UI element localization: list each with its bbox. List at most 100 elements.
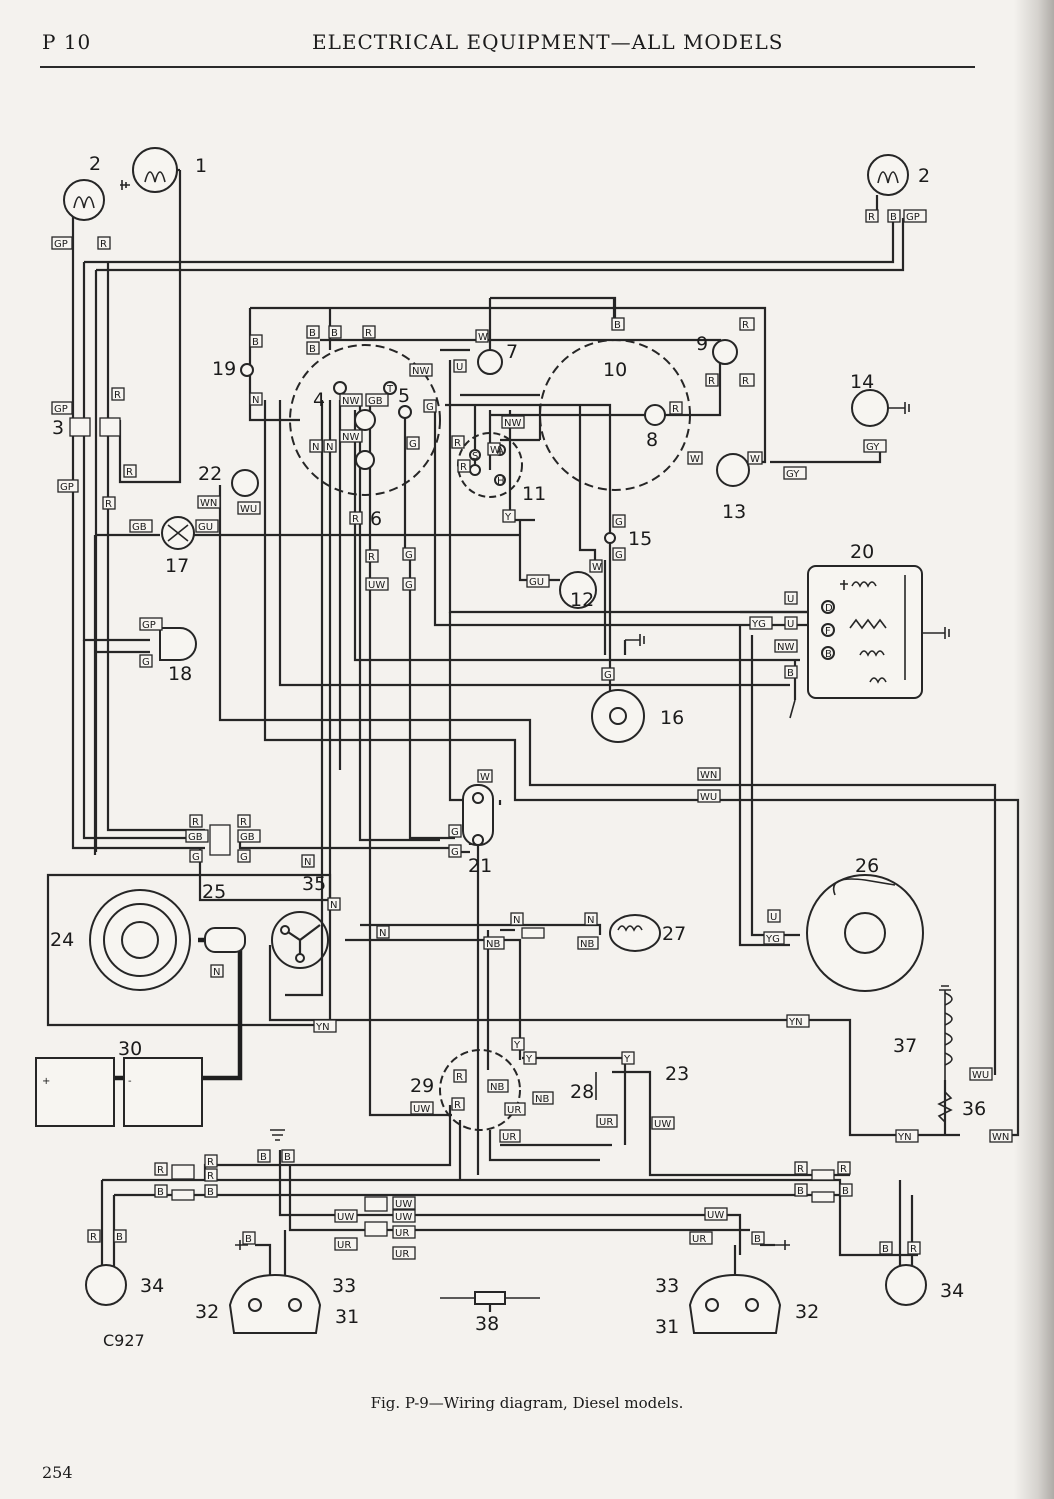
component-label-30: 30	[118, 1038, 142, 1060]
wire-tag-g: G	[615, 517, 623, 528]
wire-tag-b: B	[614, 320, 621, 331]
page-title: ELECTRICAL EQUIPMENT—ALL MODELS	[312, 30, 784, 54]
wire-tag-r: R	[840, 1164, 847, 1175]
wire-tag-g: G	[451, 827, 459, 838]
wire-tag-y: U	[787, 594, 794, 605]
wire-tag-ur: UR	[692, 1234, 706, 1245]
component-number-labels: 1 2 2 3 4 5 6 7 8 9 10 11 12 13 14 15 16…	[50, 153, 986, 1338]
terminal-label-minus: -	[128, 1076, 132, 1087]
wire-tag-g: G	[405, 550, 413, 561]
wire-tag-gy: GY	[866, 442, 880, 453]
component-label-22: 22	[198, 463, 222, 485]
terminal-label-b: B	[825, 649, 832, 660]
wire-colour-tags: GP R R B GP GP GP R R R B B R B B N NW N…	[51, 209, 1013, 1260]
wire-tag-r: R	[365, 328, 372, 339]
wire-tag-uw: UW	[395, 1199, 412, 1210]
wire-tag-nb: NB	[535, 1094, 549, 1105]
wire-tag-u: Y	[623, 1054, 631, 1065]
wire-tag-nw: NW	[504, 418, 521, 429]
wire-tag-b: B	[309, 344, 316, 355]
component-label-4: 4	[313, 389, 325, 411]
terminal-label-d: D	[825, 603, 833, 614]
wire-tag-r: R	[460, 462, 467, 473]
component-label-34-left: 34	[140, 1275, 164, 1297]
wire-tag-wu: WU	[240, 504, 257, 515]
component-label-9: 9	[696, 333, 708, 355]
wire-tag-r: R	[708, 376, 715, 387]
wire-tag-r: R	[100, 239, 107, 250]
component-label-17: 17	[165, 555, 189, 577]
wire-tag-gp: GP	[54, 404, 68, 415]
wire-tag-gb: GB	[188, 832, 203, 843]
wire-tag-ur: UR	[337, 1240, 351, 1251]
component-label-10: 10	[603, 359, 627, 381]
component-label-2-right: 2	[918, 165, 930, 187]
wire-tag-w: W	[592, 562, 602, 573]
wire-tag-ur: UR	[599, 1117, 613, 1128]
wire-tag-g: G	[240, 852, 248, 863]
wire-tag-y: U	[456, 362, 463, 373]
wire-tag-gp: GP	[60, 482, 74, 493]
wire-tag-n: N	[252, 395, 259, 406]
wire-tag-uw: UW	[654, 1119, 671, 1130]
component-label-27: 27	[662, 923, 686, 945]
component-label-21: 21	[468, 855, 492, 877]
component-label-5: 5	[398, 385, 410, 407]
component-label-15: 15	[628, 528, 652, 550]
figure-caption: Fig. P-9—Wiring diagram, Diesel models.	[370, 1394, 684, 1412]
wire-tag-gy: GY	[786, 469, 800, 480]
wire-tag-w: W	[478, 332, 488, 343]
wire-layer	[46, 168, 1020, 1312]
wire-tag-wn: WN	[200, 498, 217, 509]
component-label-33-left: 33	[332, 1275, 356, 1297]
component-label-36: 36	[962, 1098, 986, 1120]
wire-tag-g: G	[604, 670, 612, 681]
wire-tag-r: R	[797, 1164, 804, 1175]
component-label-8: 8	[646, 429, 658, 451]
wire-tag-ur: UR	[507, 1105, 521, 1116]
wire-tag-u: Y	[525, 1054, 533, 1065]
wire-tag-b: B	[245, 1234, 252, 1245]
component-label-6: 6	[370, 508, 382, 530]
wire-tag-nb: NB	[580, 939, 594, 950]
wire-tag-r: R	[207, 1157, 214, 1168]
page-code: P 10	[42, 30, 92, 54]
wire-tag-nw: NW	[342, 432, 359, 443]
wire-tag-wn: WN	[992, 1132, 1009, 1143]
terminal-label-f: F	[825, 626, 831, 637]
wire-tag-n: N	[330, 900, 337, 911]
component-label-20: 20	[850, 541, 874, 563]
wire-tag-b: B	[797, 1186, 804, 1197]
wire-tag-uw: UW	[368, 580, 385, 591]
wire-tag-b: B	[309, 328, 316, 339]
component-label-13: 13	[722, 501, 746, 523]
wire-tag-g: G	[192, 852, 200, 863]
component-label-2-left: 2	[89, 153, 101, 175]
wire-tag-n: N	[587, 915, 594, 926]
wire-tag-g: G	[142, 657, 150, 668]
component-label-11: 11	[522, 483, 546, 505]
wire-tag-r: R	[742, 376, 749, 387]
wire-tag-nw: NW	[412, 366, 429, 377]
wire-tag-gb: GB	[240, 832, 255, 843]
wire-tag-y: U	[770, 912, 777, 923]
component-label-12: 12	[570, 589, 594, 611]
component-label-32-right: 32	[795, 1301, 819, 1323]
wire-tag-r: R	[368, 552, 375, 563]
wire-tag-g: G	[405, 580, 413, 591]
component-label-14: 14	[850, 371, 874, 393]
wire-tag-u: Y	[504, 512, 512, 523]
wire-tag-b: B	[252, 337, 259, 348]
wire-tag-r: R	[456, 1072, 463, 1083]
wire-tag-w: W	[480, 772, 490, 783]
wire-tag-g: G	[409, 439, 417, 450]
wire-tag-gu: GU	[198, 522, 213, 533]
wire-tag-r: R	[90, 1232, 97, 1243]
wire-tag-w: W	[490, 445, 500, 456]
wire-tag-yn: YN	[897, 1132, 912, 1143]
header-rule	[40, 66, 975, 68]
wire-tag-uw: UW	[707, 1210, 724, 1221]
component-label-38: 38	[475, 1313, 499, 1335]
wire-tag-r: R	[240, 817, 247, 828]
wire-tag-nb: NB	[486, 939, 500, 950]
